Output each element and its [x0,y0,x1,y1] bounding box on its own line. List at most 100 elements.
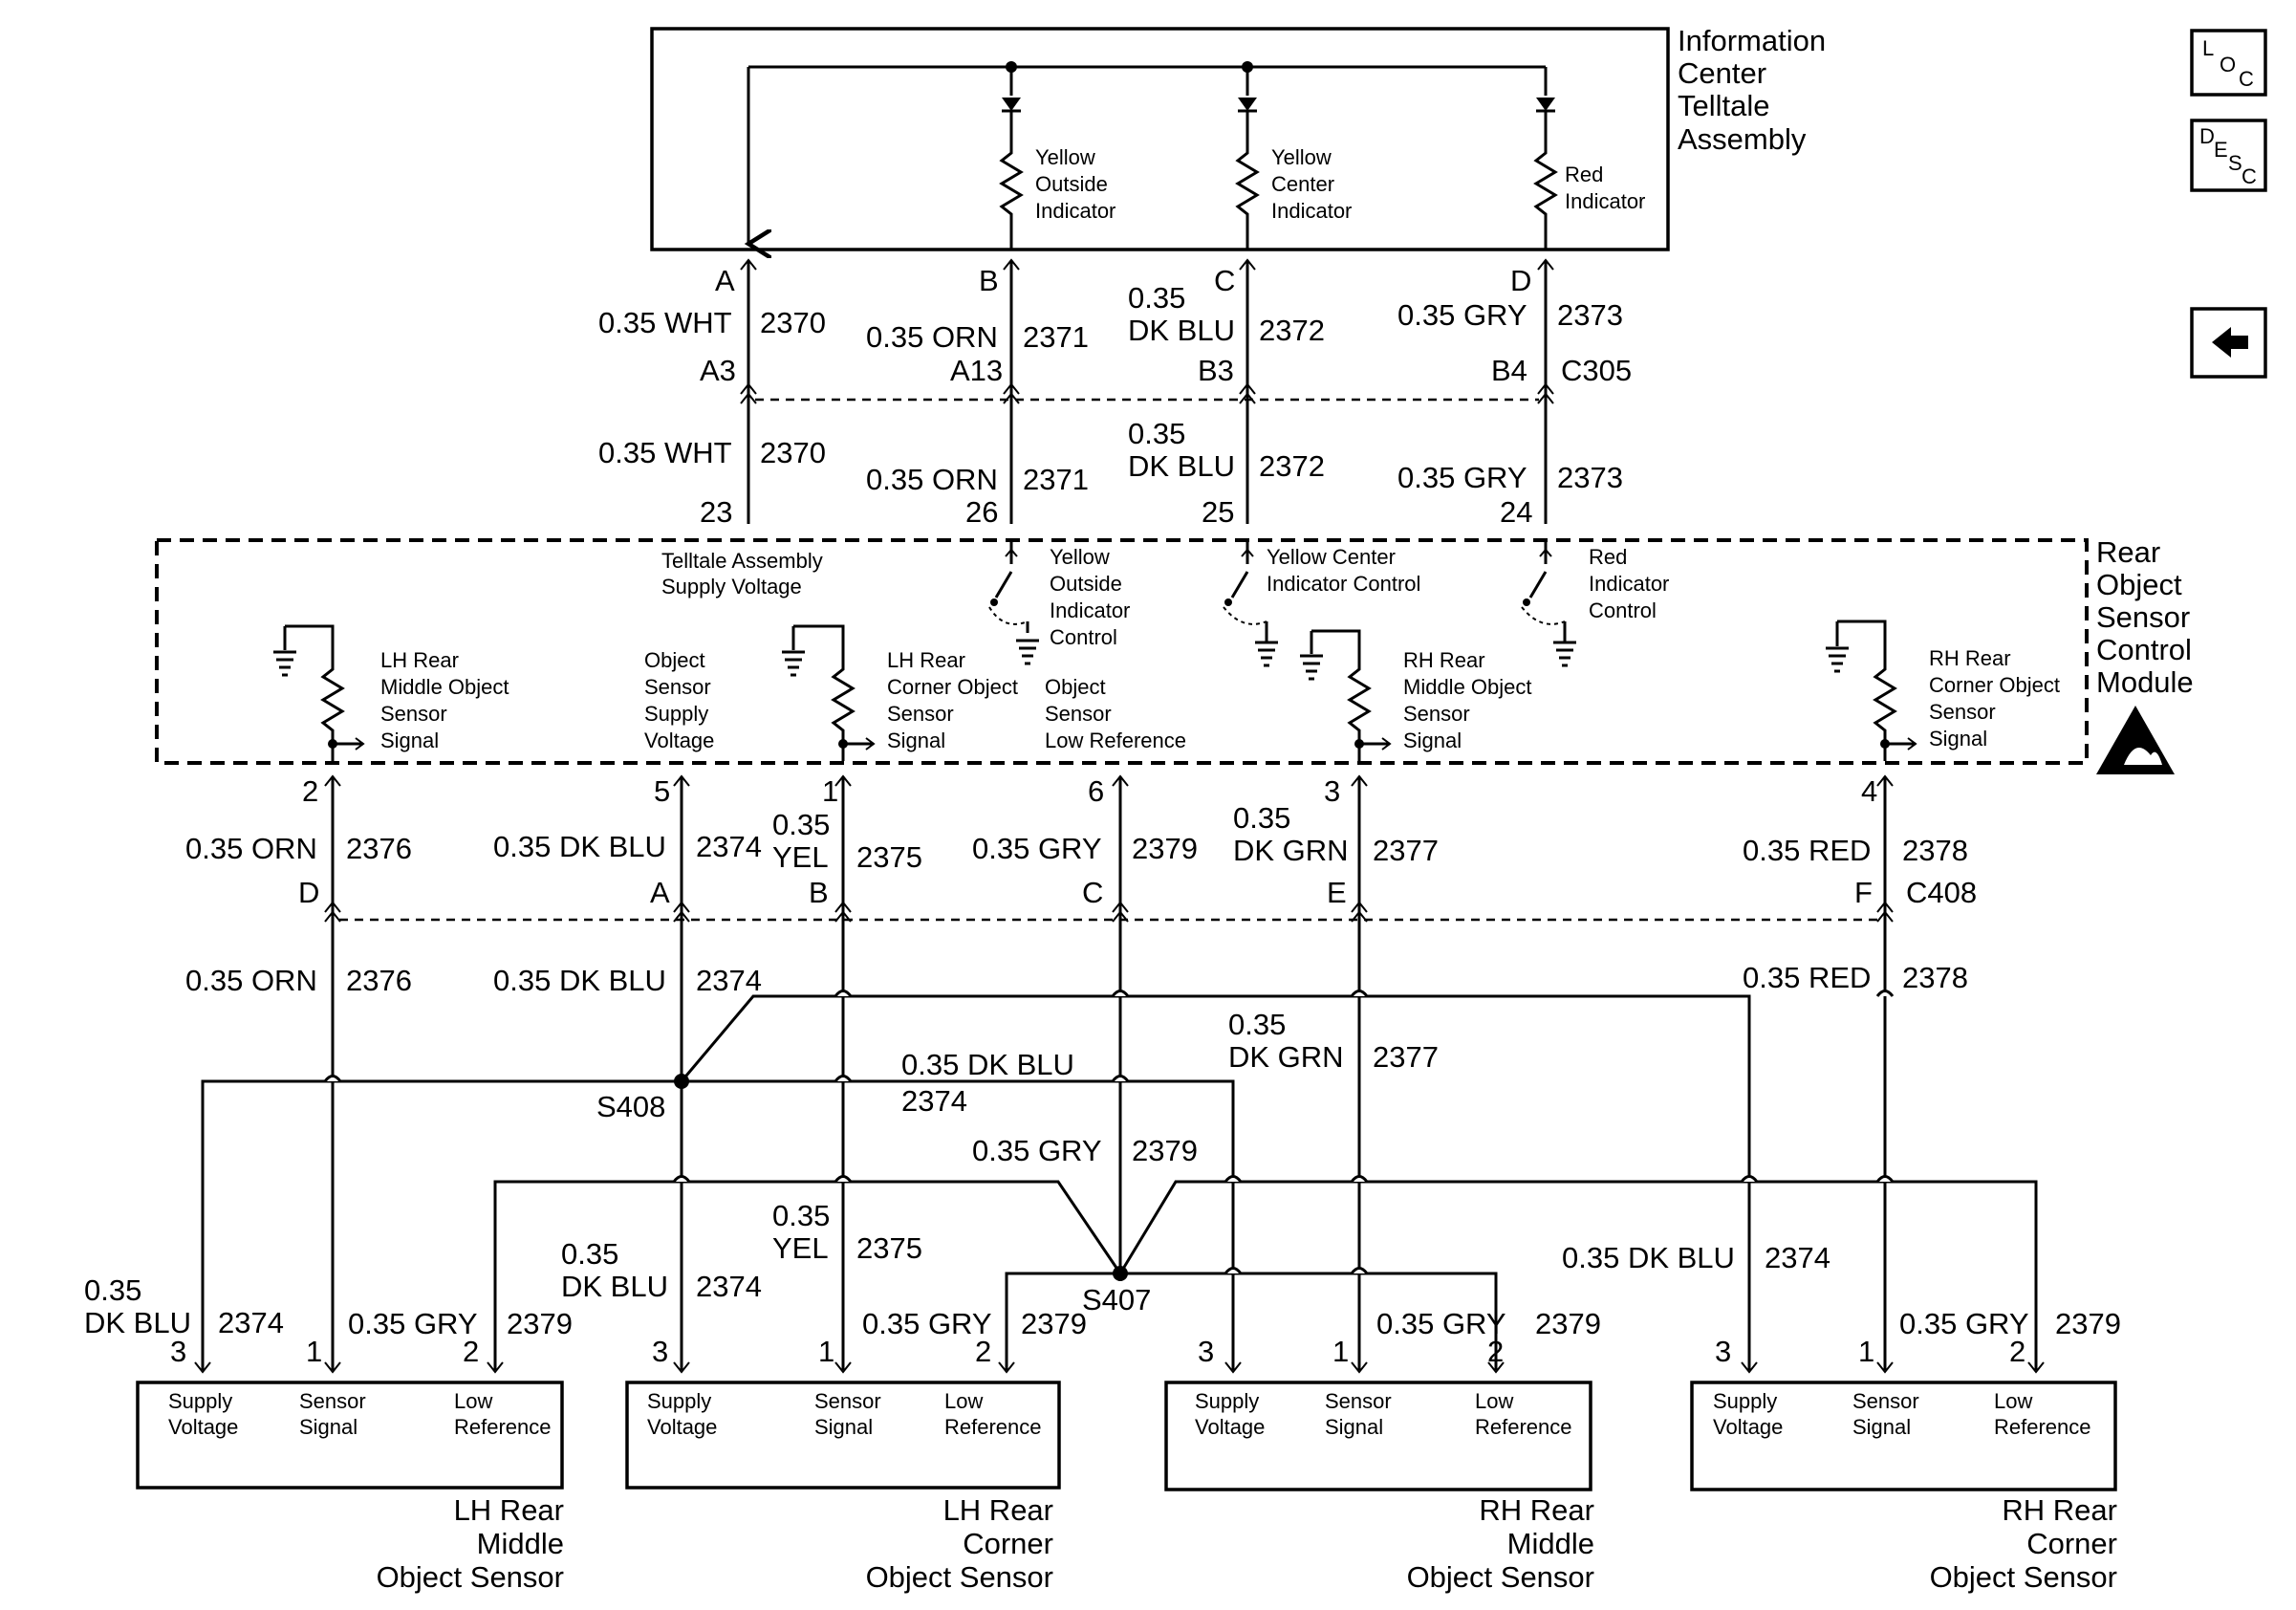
svg-text:Supply: Supply [647,1389,711,1413]
svg-text:Yellow: Yellow [1050,545,1110,569]
svg-text:Supply: Supply [1195,1389,1259,1413]
svg-text:2375: 2375 [856,840,922,874]
svg-text:B4: B4 [1491,354,1527,387]
module-box [155,538,2089,765]
svg-text:Control: Control [1589,598,1657,622]
svg-text:B: B [809,876,829,909]
svg-text:C: C [1082,876,1103,909]
svg-text:1: 1 [1858,1335,1874,1368]
svg-text:2370: 2370 [760,436,826,469]
svg-text:2372: 2372 [1259,314,1325,347]
svg-text:Supply Voltage: Supply Voltage [661,575,802,598]
svg-text:A3: A3 [700,354,736,387]
svg-text:Center: Center [1271,172,1334,196]
svg-text:LH Rear: LH Rear [454,1493,564,1527]
svg-text:0.35: 0.35 [1128,281,1185,315]
c408-labels: D A B C E F C408 [298,876,1977,909]
svg-text:0.35 ORN: 0.35 ORN [185,832,317,865]
module-bottom-pins: 2 5 1 6 3 4 [302,774,1877,808]
svg-text:0.35 GRY: 0.35 GRY [1899,1307,2029,1340]
svg-text:2379: 2379 [1021,1307,1087,1340]
svg-text:25: 25 [1202,495,1234,529]
svg-text:Sensor: Sensor [2096,600,2190,634]
svg-text:1: 1 [306,1335,322,1368]
svg-text:RH Rear: RH Rear [1929,646,2011,670]
svg-text:Module: Module [2096,665,2194,699]
svg-text:A: A [650,876,670,909]
svg-text:Signal: Signal [299,1415,357,1439]
svg-text:0.35 RED: 0.35 RED [1743,961,1871,994]
svg-text:Supply: Supply [644,702,708,726]
svg-text:0.35 ORN: 0.35 ORN [185,964,317,997]
svg-text:Indicator: Indicator [1589,572,1669,596]
svg-text:Voltage: Voltage [647,1415,717,1439]
svg-text:2379: 2379 [507,1307,573,1340]
desc-e: E [2214,138,2228,162]
ic-pin-labels: A B C D [715,264,1531,297]
splice-labels: S408 S407 [596,1090,1151,1316]
svg-text:2378: 2378 [1902,834,1968,867]
svg-text:2373: 2373 [1557,461,1623,494]
svg-text:Signal: Signal [1403,729,1462,752]
svg-text:2375: 2375 [856,1231,922,1265]
svg-text:Center: Center [1678,56,1766,90]
svg-text:Middle Object: Middle Object [1403,675,1532,699]
svg-text:2374: 2374 [901,1084,967,1118]
upper-wire-labels: 0.35 WHT 2370 0.35 ORN 2371 0.35 DK BLU … [598,281,1623,496]
svg-text:DK BLU: DK BLU [1128,449,1235,483]
svg-text:Object Sensor: Object Sensor [1930,1560,2117,1594]
svg-text:Object: Object [1045,675,1106,699]
svg-text:2: 2 [302,774,318,808]
svg-text:Control: Control [2096,633,2192,666]
lower-wires [194,774,2045,1374]
svg-text:23: 23 [700,495,732,529]
svg-text:Signal: Signal [887,729,945,752]
svg-text:0.35 GRY: 0.35 GRY [972,1134,1102,1167]
svg-text:5: 5 [654,774,670,808]
svg-text:0.35: 0.35 [1128,417,1185,450]
svg-text:Voltage: Voltage [1713,1415,1783,1439]
svg-text:Outside: Outside [1035,172,1108,196]
c305-labels: A3 A13 B3 B4 C305 [700,354,1632,387]
svg-text:2374: 2374 [1765,1241,1830,1274]
svg-text:2378: 2378 [1902,961,1968,994]
loc-button[interactable]: L O C [2190,29,2267,97]
svg-text:0.35: 0.35 [1228,1008,1286,1041]
svg-text:2: 2 [1487,1335,1504,1368]
svg-text:Sensor: Sensor [1929,700,1996,724]
desc-s: S [2228,151,2242,175]
back-button[interactable] [2190,307,2267,379]
svg-text:Middle Object: Middle Object [380,675,509,699]
svg-text:26: 26 [965,495,998,529]
sensor-rh-middle: 3 1 2 Supply Voltage Sensor Signal Low R… [1164,1335,1594,1594]
svg-text:0.35 DK BLU: 0.35 DK BLU [493,964,666,997]
svg-text:Supply: Supply [168,1389,232,1413]
svg-text:Reference: Reference [944,1415,1042,1439]
svg-text:RH Rear: RH Rear [1479,1493,1594,1527]
svg-text:Sensor: Sensor [887,702,954,726]
svg-text:0.35 DK BLU: 0.35 DK BLU [1562,1241,1735,1274]
svg-text:Yellow: Yellow [1035,145,1095,169]
svg-text:YEL: YEL [772,1231,829,1265]
svg-text:2373: 2373 [1557,298,1623,332]
svg-text:Sensor: Sensor [1325,1389,1392,1413]
svg-text:DK BLU: DK BLU [84,1306,191,1339]
svg-text:0.35 GRY: 0.35 GRY [348,1307,478,1340]
svg-text:1: 1 [1332,1335,1349,1368]
svg-text:0.35 DK BLU: 0.35 DK BLU [493,830,666,863]
svg-text:LH Rear: LH Rear [887,648,965,672]
upper-wires [740,258,1554,524]
svg-text:0.35: 0.35 [1233,801,1290,835]
svg-text:2371: 2371 [1023,320,1089,354]
svg-text:Corner Object: Corner Object [1929,673,2060,697]
sensor-lh-middle: 3 1 2 Supply Voltage Sensor Signal Low R… [136,1335,564,1594]
svg-text:D: D [298,876,319,909]
svg-text:Reference: Reference [1994,1415,2091,1439]
desc-button[interactable]: D E S C [2190,119,2267,192]
svg-text:6: 6 [1088,774,1104,808]
svg-text:Voltage: Voltage [644,729,714,752]
svg-text:C: C [1214,264,1235,297]
svg-text:2: 2 [2009,1335,2025,1368]
svg-text:2370: 2370 [760,306,826,339]
